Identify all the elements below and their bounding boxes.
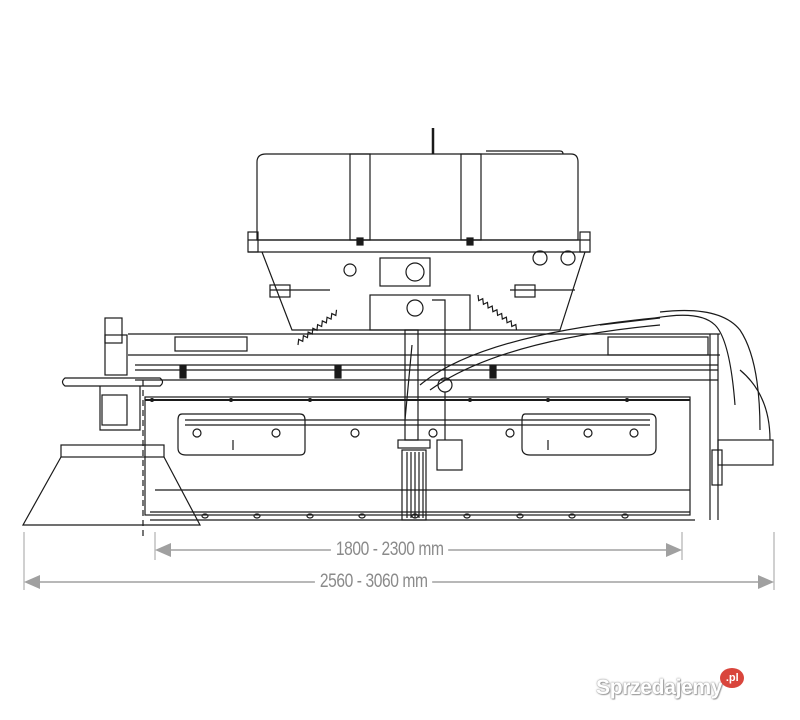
- hydraulic-hoses: [419, 309, 774, 486]
- watermark-text: Sprzedajemy: [596, 676, 723, 699]
- water-tank: [247, 128, 591, 253]
- watermark-badge: .pl: [720, 668, 745, 688]
- watermark-logo: Sprzedajemy .pl: [596, 668, 745, 700]
- brush-housing: [128, 333, 720, 521]
- tank-frame: [261, 250, 586, 346]
- outer-width-dimension: 2560 - 3060 mm: [314, 571, 433, 593]
- inner-width-dimension: 1800 - 2300 mm: [330, 539, 449, 561]
- support-wheel: [397, 299, 463, 521]
- side-brush: [21, 317, 201, 540]
